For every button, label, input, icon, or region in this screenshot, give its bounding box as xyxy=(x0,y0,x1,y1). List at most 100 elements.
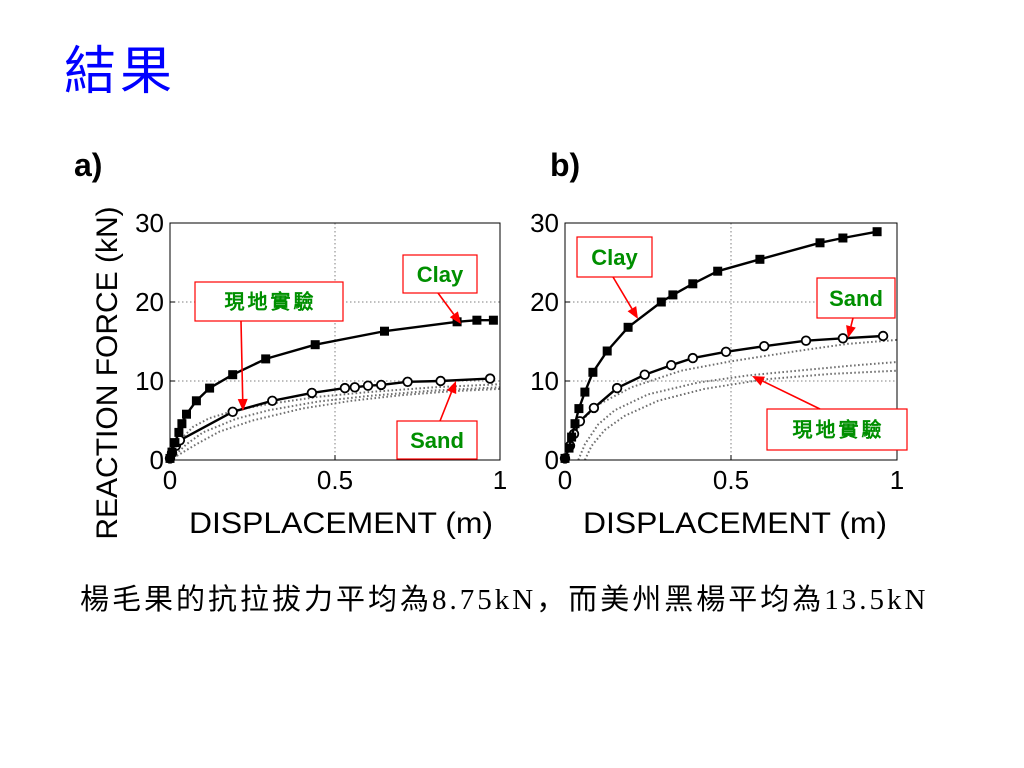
clay-marker xyxy=(588,367,598,377)
clay-marker xyxy=(452,317,462,327)
sand-marker xyxy=(349,382,361,393)
annotation-label: 現地實驗 xyxy=(225,290,317,314)
sand-marker xyxy=(611,382,623,394)
annotation-arrow xyxy=(762,380,821,410)
sand-marker xyxy=(800,335,812,346)
clay-marker xyxy=(656,297,666,307)
sand-marker xyxy=(484,373,496,384)
arrow-head-icon xyxy=(752,376,765,386)
annotation-label: 現地實驗 xyxy=(793,418,885,442)
annotation-box xyxy=(402,254,478,294)
panel-label: a) xyxy=(74,147,102,183)
clay-annotation: Clay xyxy=(576,236,653,319)
clay-marker xyxy=(580,387,590,397)
x-tick-label: 0.5 xyxy=(317,465,353,495)
annotation-arrow xyxy=(240,320,244,400)
clay-marker xyxy=(567,432,577,442)
clay-marker xyxy=(472,315,482,325)
clay-marker xyxy=(570,419,580,429)
annotation-box xyxy=(396,420,478,460)
y-tick-label: 0 xyxy=(150,445,164,475)
annotation-box xyxy=(194,281,344,322)
x-tick-label: 0 xyxy=(558,465,572,495)
y-tick-label: 20 xyxy=(530,287,559,317)
arrow-head-icon xyxy=(627,306,638,319)
x-axis-label: DISPLACEMENT (m) xyxy=(189,507,493,540)
annotation-label: Clay xyxy=(417,262,464,287)
clay-marker xyxy=(170,438,180,448)
clay-marker xyxy=(191,396,201,406)
clay-marker xyxy=(713,266,723,276)
sand-marker xyxy=(362,380,374,391)
sand-marker xyxy=(720,346,732,358)
y-tick-label: 30 xyxy=(530,208,559,238)
clay-marker xyxy=(564,443,574,453)
sand-marker xyxy=(227,406,238,418)
y-tick-label: 10 xyxy=(530,366,559,396)
clay-marker xyxy=(872,227,882,237)
slide-caption: 楊毛果的抗拉拔力平均為8.75kN，而美州黑楊平均為13.5kN xyxy=(80,584,929,616)
y-tick-label: 0 xyxy=(545,445,559,475)
x-axis-label: DISPLACEMENT (m) xyxy=(583,507,887,540)
sand-marker xyxy=(267,395,278,407)
x-tick-label: 0.5 xyxy=(713,465,749,495)
clay-marker xyxy=(261,354,271,364)
sand-marker xyxy=(306,387,318,399)
field-test-line xyxy=(577,361,898,461)
annotation-box xyxy=(816,277,896,319)
sand-marker xyxy=(759,341,770,352)
arrow-head-icon xyxy=(846,325,856,338)
y-tick-label: 30 xyxy=(135,208,164,238)
clay-annotation: Clay xyxy=(402,254,478,324)
field-test-line xyxy=(169,383,501,461)
field-test-line xyxy=(583,369,898,461)
annotation-box xyxy=(576,236,653,278)
x-tick-label: 1 xyxy=(890,465,904,495)
annotation-box xyxy=(766,408,908,451)
clay-marker xyxy=(174,427,184,437)
annotation-arrow xyxy=(439,391,453,422)
slide-title: 結果 xyxy=(64,44,177,101)
annotation-label: Sand xyxy=(410,428,464,453)
clay-marker xyxy=(815,238,825,248)
arrow-head-icon xyxy=(237,398,248,411)
arrow-head-icon xyxy=(449,311,461,324)
clay-marker xyxy=(623,322,633,332)
clay-marker xyxy=(688,279,698,289)
sand-marker xyxy=(435,375,446,387)
y-axis-label: REACTION FORCE (kN) xyxy=(91,206,124,539)
sand-marker xyxy=(687,352,699,364)
clay-marker xyxy=(755,254,765,264)
clay-marker xyxy=(167,447,177,457)
panel-label: b) xyxy=(550,147,580,183)
clay-marker xyxy=(838,233,848,243)
x-tick-label: 1 xyxy=(493,465,507,495)
sand-marker xyxy=(339,382,351,394)
clay-marker xyxy=(177,419,187,429)
field-test-annotation: 現地實驗 xyxy=(194,281,344,411)
sand-marker xyxy=(666,360,677,371)
annotation-label: Clay xyxy=(591,245,638,270)
clay-marker xyxy=(182,409,191,419)
arrow-head-icon xyxy=(446,381,457,394)
field-test-annotation: 現地實驗 xyxy=(752,376,908,451)
clay-marker xyxy=(668,290,678,300)
field-test-line xyxy=(169,386,501,461)
annotation-label: Sand xyxy=(829,286,883,311)
clay-marker xyxy=(380,326,389,336)
annotation-arrow xyxy=(850,317,854,327)
y-tick-label: 10 xyxy=(135,366,164,396)
clay-marker xyxy=(205,383,215,393)
annotation-arrow xyxy=(437,292,455,315)
annotation-arrow xyxy=(612,276,633,310)
sand-marker xyxy=(402,376,413,388)
sand-marker xyxy=(588,402,600,414)
sand-annotation: Sand xyxy=(816,277,896,338)
sand-marker xyxy=(877,330,889,342)
clay-marker xyxy=(488,315,498,325)
clay-marker xyxy=(602,346,612,356)
